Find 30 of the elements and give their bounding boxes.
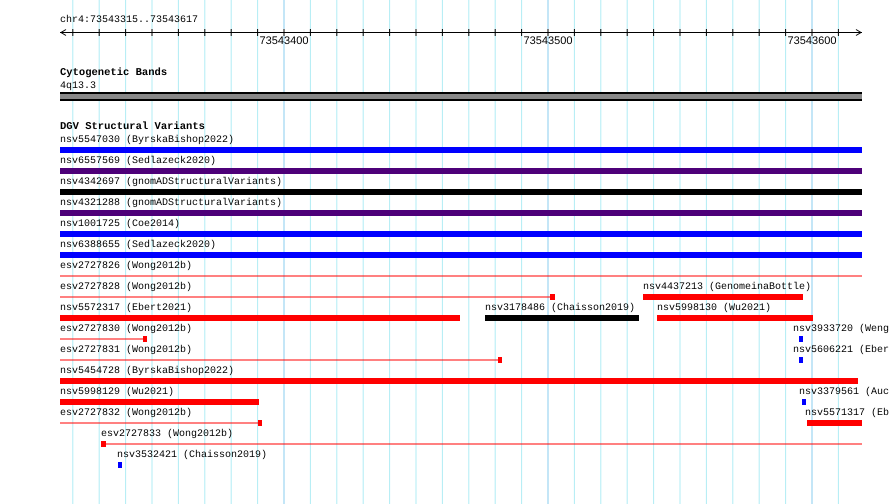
variant-label: nsv5606221 (Eber	[792, 345, 889, 356]
variant-label: nsv5998130 (Wu2021)	[657, 303, 772, 314]
variant-label: esv2727832 (Wong2012b)	[60, 408, 192, 419]
variant-label: nsv5547030 (ByrskaBishop2022)	[60, 135, 234, 146]
variant-label: nsv4342697 (gnomADStructuralVariants)	[60, 177, 282, 188]
variant-label: nsv3933720 (Weng	[792, 324, 889, 335]
variant-label: nsv5571317 (Eb	[804, 408, 889, 419]
variant-label: nsv5998129 (Wu2021)	[60, 387, 174, 398]
variant-label: nsv5572317 (Ebert2021)	[60, 303, 192, 314]
variant-label: esv2727830 (Wong2012b)	[60, 324, 192, 335]
variant-label: nsv6388655 (Sedlazeck2020)	[60, 240, 216, 251]
variant-label: nsv6557569 (Sedlazeck2020)	[60, 156, 216, 167]
variant-label: esv2727826 (Wong2012b)	[60, 261, 192, 272]
variant-label: esv2727828 (Wong2012b)	[60, 282, 192, 293]
variant-label: nsv3532421 (Chaisson2019)	[117, 450, 268, 461]
coordinate-range: chr4:73543315..73543617	[60, 15, 198, 26]
variant-label: nsv4437213 (GenomeinaBottle)	[643, 282, 812, 293]
variant-label: nsv4321288 (gnomADStructuralVariants)	[60, 198, 282, 209]
tick-label: 73543400	[260, 35, 308, 47]
band-label: 4q13.3	[60, 81, 96, 92]
variant-label: nsv3379561 (Auc	[798, 387, 889, 398]
tick-label: 73543600	[788, 35, 836, 47]
tick-label: 73543500	[524, 35, 572, 47]
variant-label: nsv5454728 (ByrskaBishop2022)	[60, 366, 234, 377]
variant-label: esv2727831 (Wong2012b)	[60, 345, 192, 356]
track-title: DGV Structural Variants	[60, 122, 205, 133]
variant-label: nsv1001725 (Coe2014)	[60, 219, 180, 230]
track-title: Cytogenetic Bands	[60, 68, 168, 79]
variant-label: nsv3178486 (Chaisson2019)	[485, 303, 636, 314]
variant-label: esv2727833 (Wong2012b)	[101, 429, 234, 440]
